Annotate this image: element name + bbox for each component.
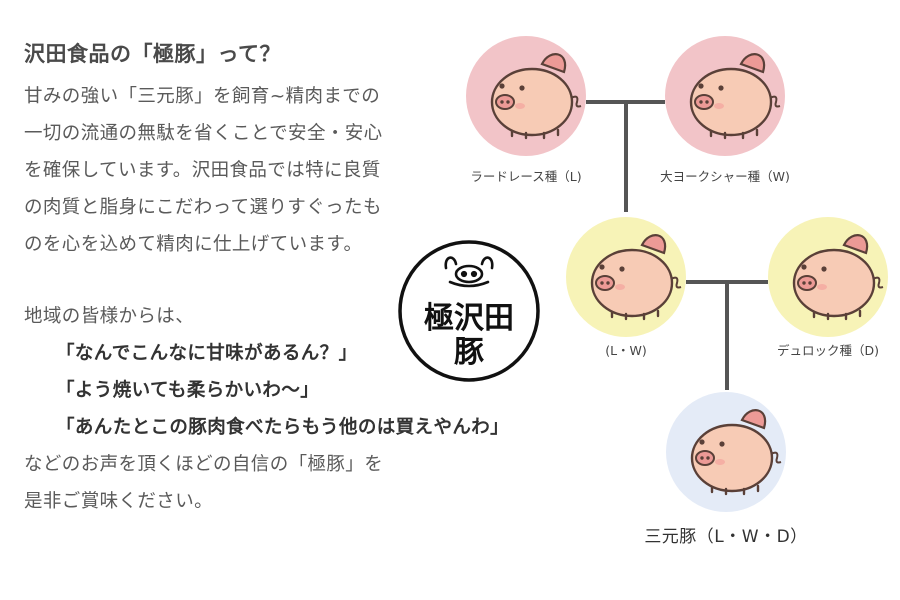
breeding-diagram: ラードレース種（L) 大ヨークシャー種（W) (L・W) デュロック種（D) 三元豚（L… [440,0,900,600]
pig-icon [792,234,884,321]
intro-line: 甘みの強い「三元豚」を飼育~精肉までの [24,86,381,107]
voices-intro: 地域の皆様からは、 [24,306,195,327]
gokuton-seal-logo: 極沢田 豚 [396,238,542,384]
breed-label-landrace: ラードレース種（L) [470,169,582,184]
page-title: 沢田食品の「極豚」って？ [24,42,281,66]
connector-lines [586,100,768,390]
intro-line: の肉質と脂身にこだわって選りすぐったも [24,197,382,218]
pig-icon [590,234,682,321]
breed-node-lw [566,217,686,337]
intro-paragraph: 甘みの強い「三元豚」を飼育~精肉までの 一切の流通の無駄を省くことで安全・安心 … [24,78,454,263]
closing-line: 是非ご賞味ください。 [24,491,214,512]
pig-icon [690,409,782,496]
seal-text-row2: 豚 [454,335,484,370]
breed-label-yorkshire: 大ヨークシャー種（W) [660,169,790,184]
breed-node-landrace [466,36,586,156]
pig-face-icon [444,256,494,288]
customer-quote: 「あんたとこの豚肉食べたらもう他のは買えやんわ」 [56,417,510,438]
customer-voices: 地域の皆様からは、 「なんでこんなに甘味があるん？」 「よう焼いても柔らかいわ〜… [24,298,584,520]
closing-line: などのお声を頂くほどの自信の「極豚」を [24,454,384,475]
breed-node-duroc [768,217,888,337]
intro-line: 一切の流通の無駄を省くことで安全・安心 [24,123,383,144]
pig-icon [490,53,582,140]
breed-label-sangen: 三元豚（L・W・D） [644,527,808,547]
intro-line: のを心を込めて精肉に仕上げています。 [24,234,363,255]
breed-node-yorkshire [665,36,785,156]
seal-text-row1: 極沢田 [424,301,514,336]
breed-label-duroc: デュロック種（D) [776,343,880,358]
pig-icon [689,53,781,140]
customer-quote: 「なんでこんなに甘味があるん？」 [56,343,358,364]
customer-quote: 「よう焼いても柔らかいわ〜」 [56,380,320,401]
intro-line: を確保しています。沢田食品では特に良質 [24,160,381,181]
breed-label-lw: (L・W) [605,343,647,358]
breed-node-sangen [666,392,786,512]
breeding-diagram-svg [466,36,888,512]
